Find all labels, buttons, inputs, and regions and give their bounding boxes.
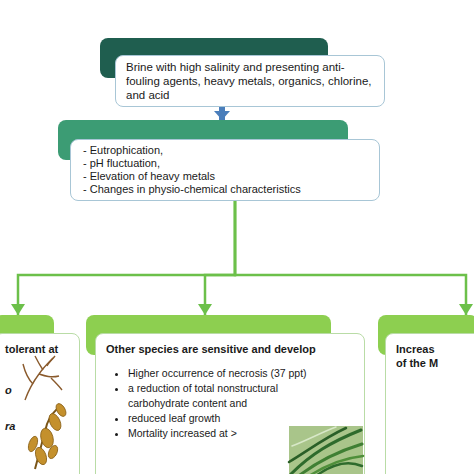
bullet-text: Higher occurrence of necrosis (37 ppt) (128, 366, 333, 381)
heading-text: ra (5, 419, 69, 433)
seagrass-blade (306, 456, 363, 474)
heading-text: o (5, 383, 69, 397)
heading-text: Increas (396, 342, 474, 356)
bullet-text: a reduction of total nonstructural carbo… (128, 381, 333, 411)
source-box: Brine with high salinity and presenting … (100, 38, 385, 107)
seagrass-blade (316, 463, 362, 474)
connector-arrow (18, 201, 235, 315)
seaweed-drawing (27, 402, 68, 469)
outcome-box: Other species are sensitive and developH… (86, 315, 365, 474)
seaweed-branch (51, 378, 62, 390)
impact-box: - Eutrophication,- pH fluctuation,- Elev… (58, 120, 380, 201)
seaweed-stalk (35, 406, 61, 469)
text-panel: Other species are sensitive and developH… (95, 333, 365, 474)
seagrass-blade (291, 430, 361, 474)
heading-text: Other species are sensitive and develop (106, 342, 354, 356)
heading-text: tolerant at (5, 342, 69, 356)
seaweed-branch (39, 374, 59, 377)
seagrass-blade (292, 427, 336, 446)
connector-arrow (219, 107, 225, 120)
seaweed-blade (54, 402, 68, 418)
body-text: - pH fluctuation, (83, 157, 367, 170)
connector-arrow (205, 201, 235, 315)
connector-arrow (235, 201, 466, 315)
seaweed-blade (39, 427, 56, 449)
body-text: Brine with high salinity and presenting … (126, 60, 374, 102)
seagrass-photo (289, 426, 363, 474)
photo-ground (289, 426, 363, 474)
seaweed-branch (23, 364, 33, 384)
seagrass-blade (296, 444, 362, 474)
body-text: - Changes in physio-chemical characteris… (83, 183, 367, 196)
seaweed-blade (27, 435, 40, 453)
seaweed-blade (47, 412, 64, 433)
seaweed-blade (46, 444, 59, 460)
bullet-text: reduced leaf growth (128, 411, 333, 426)
text-panel: Brine with high salinity and presenting … (115, 55, 385, 107)
seaweed-blade (33, 446, 49, 466)
seagrass-blade (289, 428, 346, 462)
seaweed-branch (25, 358, 53, 400)
body-text: - Elevation of heavy metals (83, 170, 367, 183)
text-panel: tolerant at o ra (0, 333, 80, 474)
seaweed-drawing (23, 356, 62, 400)
seaweed-branch (35, 356, 43, 370)
heading-text: of the M (396, 356, 474, 370)
connector-group (18, 107, 466, 315)
text-panel: - Eutrophication,- pH fluctuation,- Elev… (70, 139, 380, 201)
seaweed-branch (47, 356, 55, 366)
outcome-box: Increasof the M (378, 315, 474, 474)
outcome-box: tolerant at o ra (0, 315, 80, 474)
body-text: - Eutrophication, (83, 144, 367, 157)
bullet-text: Mortality increased at > (128, 426, 333, 441)
text-panel: Increasof the M (385, 333, 474, 474)
